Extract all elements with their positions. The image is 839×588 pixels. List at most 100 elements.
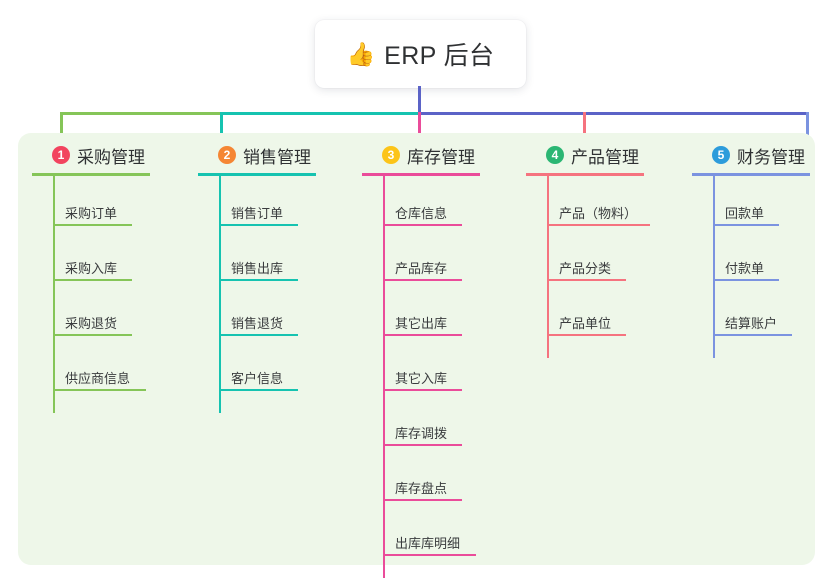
thumbs-up-icon: 👍 [346,40,376,67]
branch-child-rule [53,279,132,281]
connector-drop-1 [60,112,63,146]
branch-child-rule [383,279,462,281]
branch-title-label: 销售管理 [243,147,311,167]
branch-child-item[interactable]: 付款单 [692,231,810,286]
branch-children-list: 销售订单销售出库销售退货客户信息 [198,176,316,413]
branch-header-rule [692,173,810,176]
branch-child-item[interactable]: 产品分类 [526,231,644,286]
branch-child-item[interactable]: 库存盘点 [362,451,480,506]
connector-drop-4 [583,112,586,146]
branch-panel [18,133,815,565]
branch-child-label: 采购入库 [65,261,118,276]
branch-index-badge: 1 [52,146,70,164]
branch-child-item[interactable]: 库存调拨 [362,396,480,451]
branch-child-label: 供应商信息 [65,371,131,386]
connector-bus-segment-1 [60,112,220,115]
connector-drop-3 [418,112,421,146]
branch-header-rule [198,173,316,176]
branch-child-item[interactable]: 销售退货 [198,286,316,341]
branch-header-5[interactable]: 5 财务管理 [692,143,810,167]
branch-header-1[interactable]: 1 采购管理 [32,143,150,167]
branch-child-rule [383,554,476,556]
branch-child-label: 销售订单 [231,206,284,221]
branch-child-item[interactable]: 产品单位 [526,286,644,341]
connector-bus-segment-2 [220,112,418,115]
branch-child-item[interactable]: 结算账户 [692,286,810,341]
branch-child-label: 产品单位 [559,316,612,331]
branch-child-rule [713,334,792,336]
branch-child-item[interactable]: 出库库明细 [362,506,480,561]
branch-child-label: 库存盘点 [395,481,448,496]
branch-child-rule [547,224,650,226]
branch-child-rule [547,279,626,281]
branch-child-item[interactable]: 供应商信息 [32,341,150,396]
branch-trunk-line [219,176,221,413]
branch-child-label: 产品分类 [559,261,612,276]
branch-header-rule [32,173,150,176]
branch-column-5: 5 财务管理回款单付款单结算账户 [692,143,810,358]
branch-children-list: 仓库信息产品库存其它出库其它入库库存调拨库存盘点出库库明细 [362,176,480,578]
branch-child-label: 仓库信息 [395,206,448,221]
branch-title-label: 采购管理 [77,147,145,167]
branch-child-rule [383,224,462,226]
branch-child-label: 采购订单 [65,206,118,221]
branch-child-rule [383,444,462,446]
branch-child-label: 其它入库 [395,371,448,386]
branch-index-badge: 5 [712,146,730,164]
branch-child-item[interactable]: 采购订单 [32,176,150,231]
branch-child-item[interactable]: 销售出库 [198,231,316,286]
branch-child-item[interactable]: 其它入库 [362,341,480,396]
branch-child-label: 采购退货 [65,316,118,331]
branch-title-label: 财务管理 [737,147,805,167]
connector-drop-5 [806,112,809,146]
root-connector-line [418,86,421,114]
branch-child-label: 付款单 [725,261,765,276]
branch-trunk-line [547,176,549,358]
branch-child-label: 销售出库 [231,261,284,276]
branch-child-label: 产品（物料） [559,206,638,221]
branch-title-label: 库存管理 [407,147,475,167]
branch-column-1: 1 采购管理采购订单采购入库采购退货供应商信息 [32,143,150,413]
branch-child-rule [383,499,462,501]
branch-child-label: 库存调拨 [395,426,448,441]
branch-child-label: 销售退货 [231,316,284,331]
branch-child-item[interactable]: 回款单 [692,176,810,231]
root-node[interactable]: 👍 ERP 后台 [315,20,526,88]
branch-child-rule [713,224,779,226]
branch-child-item[interactable]: 其它出库 [362,286,480,341]
branch-header-rule [526,173,644,176]
branch-children-list: 采购订单采购入库采购退货供应商信息 [32,176,150,413]
branch-header-rule [362,173,480,176]
branch-child-label: 回款单 [725,206,765,221]
branch-child-item[interactable]: 采购入库 [32,231,150,286]
branch-index-badge: 2 [218,146,236,164]
branch-index-badge: 4 [546,146,564,164]
branch-child-rule [53,334,132,336]
branch-header-2[interactable]: 2 销售管理 [198,143,316,167]
branch-child-label: 产品库存 [395,261,448,276]
branch-child-rule [219,279,298,281]
root-node-label: ERP 后台 [384,42,495,70]
branch-child-label: 出库库明细 [395,536,461,551]
branch-trunk-line [383,176,385,578]
branch-trunk-line [713,176,715,358]
branch-child-item[interactable]: 产品（物料） [526,176,650,231]
branch-children-list: 回款单付款单结算账户 [692,176,810,358]
branch-child-label: 结算账户 [725,316,778,331]
branch-child-item[interactable]: 采购退货 [32,286,150,341]
branch-child-item[interactable]: 仓库信息 [362,176,480,231]
connector-drop-2 [220,112,223,146]
branch-child-item[interactable]: 产品库存 [362,231,480,286]
branch-child-item[interactable]: 销售订单 [198,176,316,231]
branch-child-rule [547,334,626,336]
branch-child-rule [383,334,462,336]
branch-child-rule [219,389,298,391]
branch-child-item[interactable]: 客户信息 [198,341,316,396]
branch-child-rule [383,389,462,391]
branch-child-rule [219,334,298,336]
